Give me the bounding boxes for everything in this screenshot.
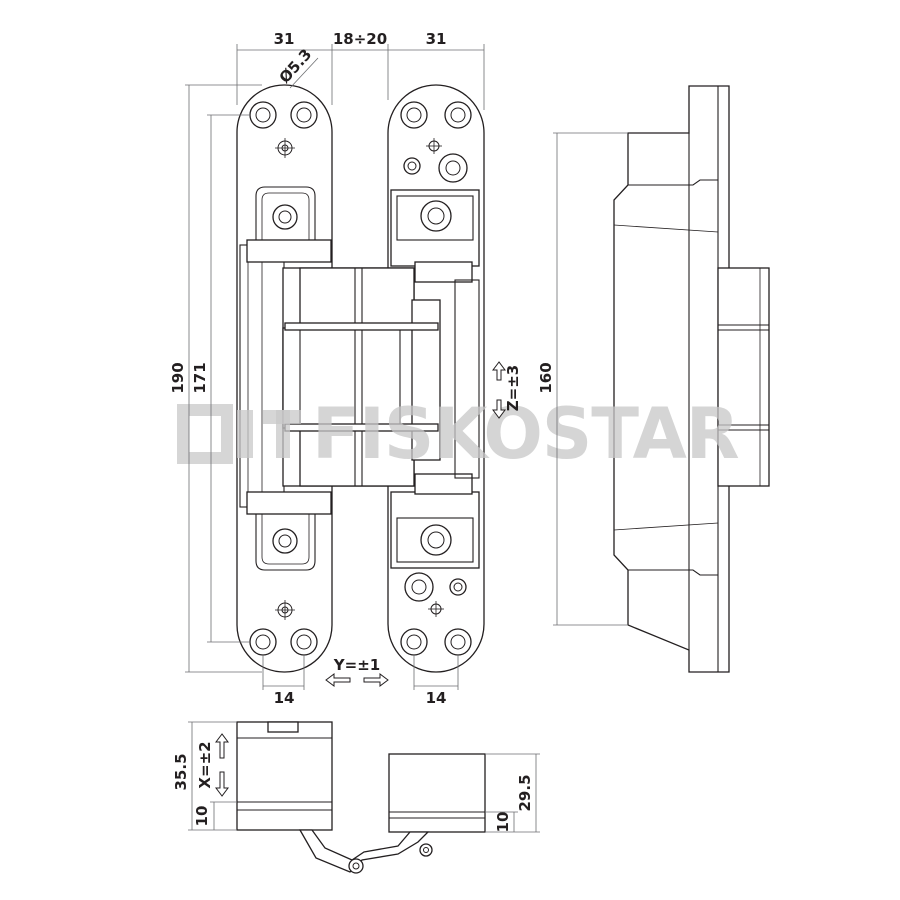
screw-hole-icon	[444, 628, 472, 656]
cam-screw-icon	[403, 153, 468, 183]
adjust-screw-icon	[420, 200, 452, 232]
dim-left-base: 10	[193, 806, 211, 827]
center-mark-icon	[275, 138, 295, 158]
center-mark-icon	[426, 138, 442, 154]
pivot-pin-icon	[348, 858, 364, 874]
screw-hole-icon	[290, 101, 318, 129]
center-mark-icon	[275, 600, 295, 620]
watermark-logo: FISKOSTAR	[177, 393, 740, 475]
screw-hole-icon	[249, 101, 277, 129]
dim-left-depth: 35.5	[172, 753, 190, 790]
x-adjust-arrows	[215, 733, 229, 797]
dim-right-base: 10	[494, 812, 512, 833]
dim-overall-height: 190	[169, 362, 187, 393]
front-view-center-mechanism	[282, 267, 441, 487]
watermark-brand-text: FISKOSTAR	[312, 393, 739, 475]
cam-screw-icon	[404, 572, 467, 602]
adjust-y-label: Y=±1	[333, 656, 380, 674]
z-adjust-arrows	[492, 361, 506, 419]
top-view	[236, 721, 486, 874]
screw-hole-icon	[400, 101, 428, 129]
screw-hole-icon	[249, 628, 277, 656]
center-mark-icon	[428, 601, 444, 617]
dim-bottom-left-spacing: 14	[274, 689, 295, 707]
side-view	[613, 85, 770, 673]
screw-hole-icon	[444, 101, 472, 129]
adjust-screw-icon	[420, 524, 452, 556]
dim-top-right-width: 31	[426, 30, 447, 48]
dim-gap: 18÷20	[333, 30, 387, 48]
dim-hole-diameter: Ø5.3	[276, 45, 316, 86]
screw-hole-icon	[400, 628, 428, 656]
adjust-screw-icon	[272, 528, 298, 554]
dim-hole-spacing: 171	[191, 362, 209, 393]
dim-top-left-width: 31	[274, 30, 295, 48]
dim-body-length: 160	[537, 362, 555, 393]
adjust-x-label: X=±2	[196, 741, 214, 788]
dim-right-depth: 29.5	[516, 774, 534, 811]
dim-bottom-right-spacing: 14	[426, 689, 447, 707]
y-adjust-arrows	[325, 673, 389, 687]
adjust-screw-icon	[272, 204, 298, 230]
dimension-lines	[185, 44, 628, 833]
screw-hole-icon	[290, 628, 318, 656]
adjust-z-label: Z=±3	[504, 365, 522, 411]
pivot-pin-icon	[419, 843, 433, 857]
